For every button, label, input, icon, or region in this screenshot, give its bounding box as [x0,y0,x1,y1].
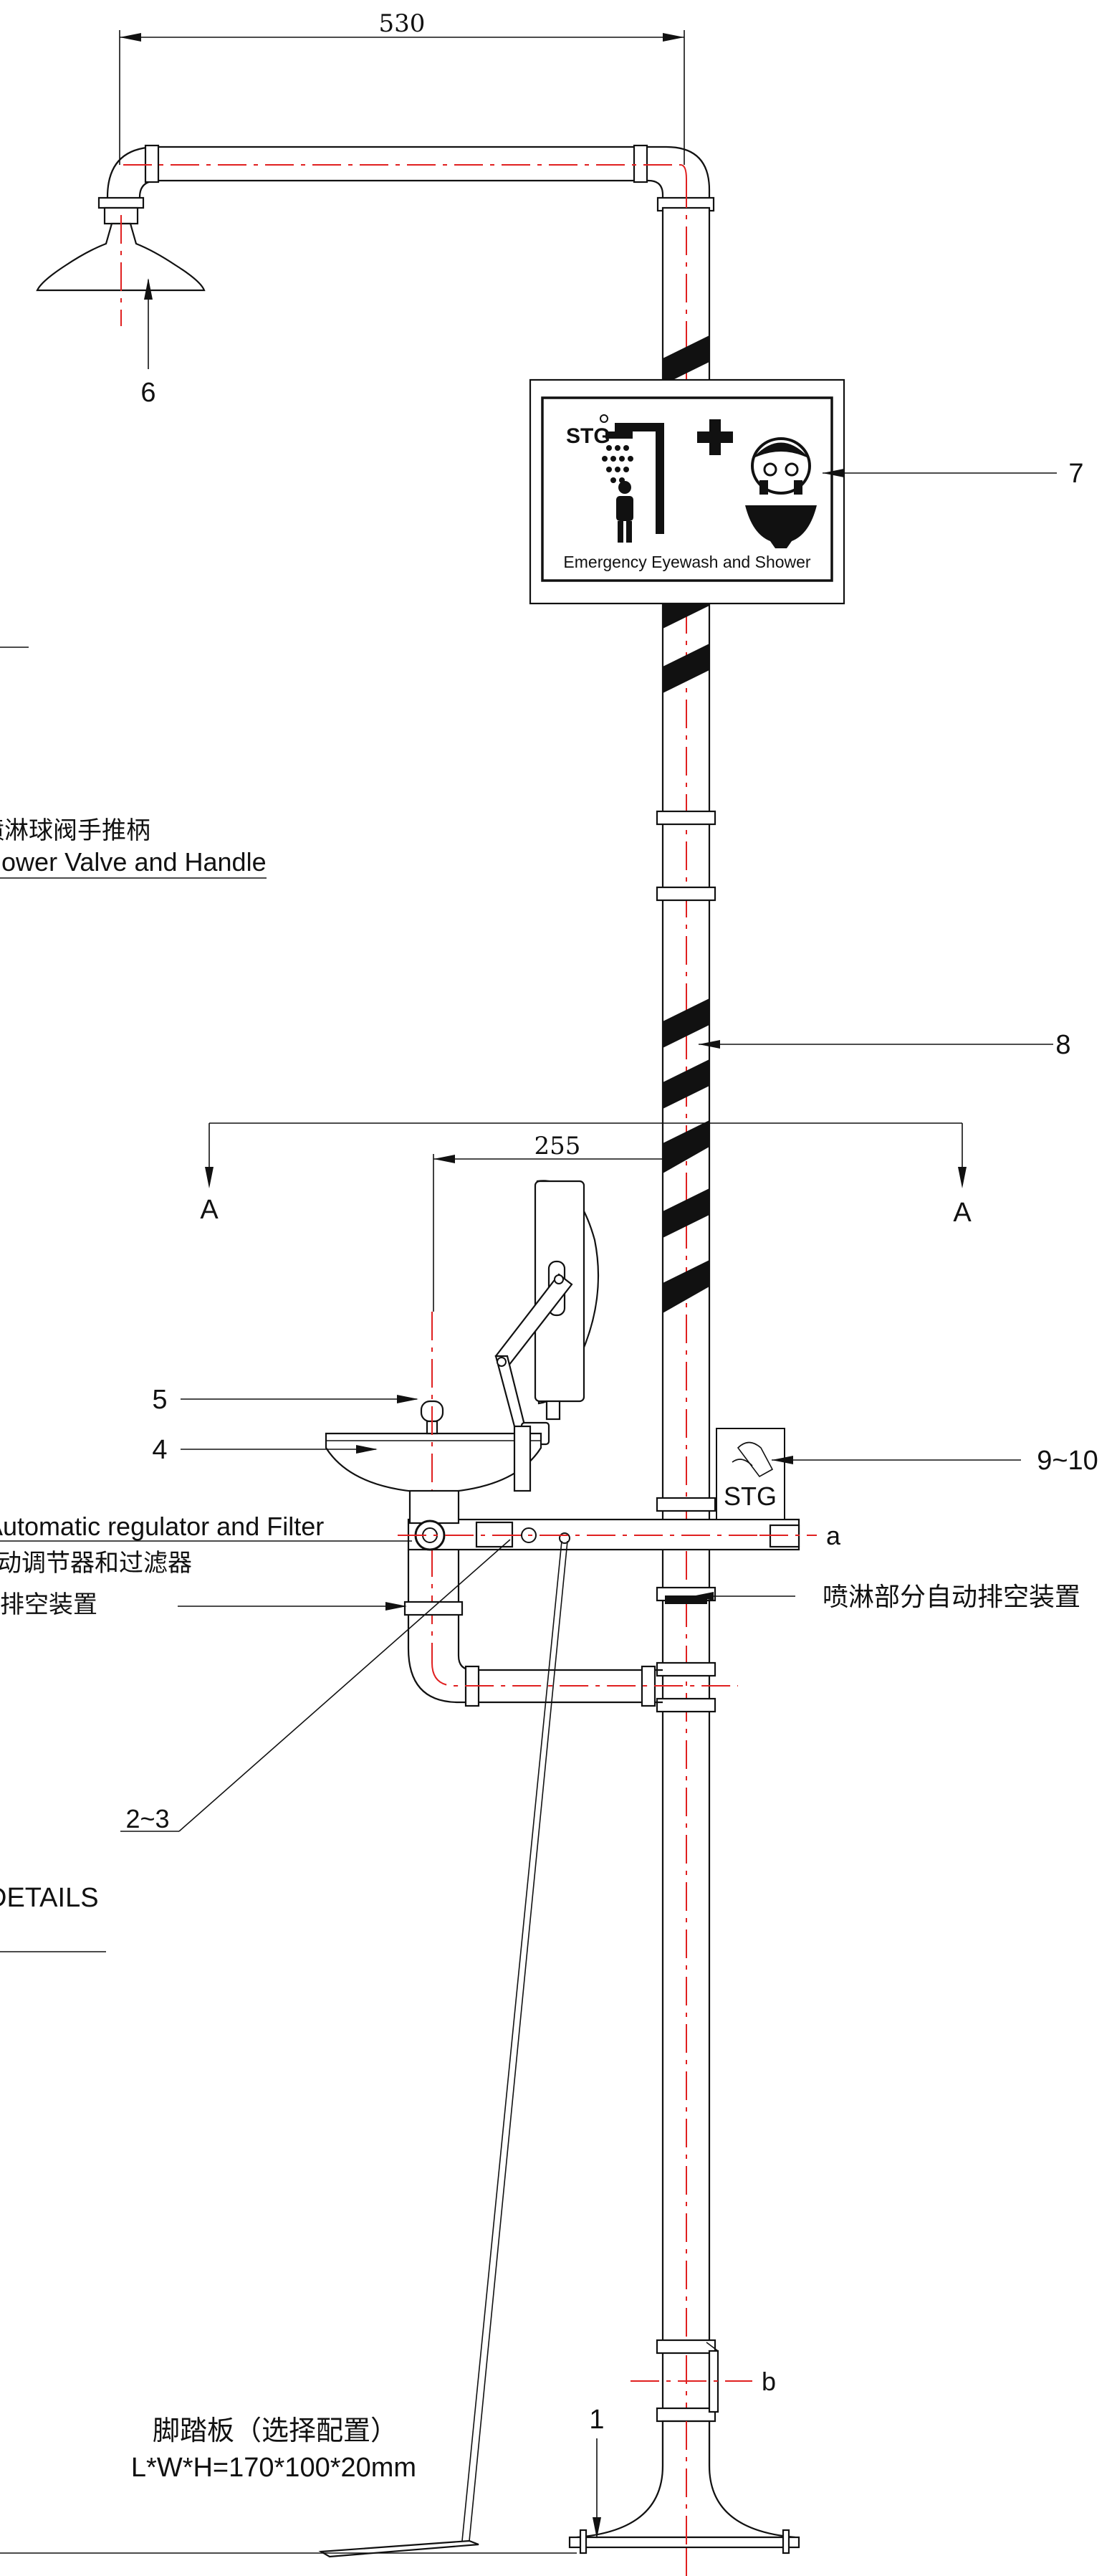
valve-label-cn: 喷淋球阀手推柄 [0,816,150,845]
foot-pedal-rod [318,1540,568,2558]
callout-1-label: 1 [589,2405,604,2435]
operation-tag: STG [716,1428,785,1520]
first-aid-cross-icon [697,419,733,455]
sign-logo: STG [566,424,610,448]
callout-5-label: 5 [152,1385,167,1415]
pedal-label: 脚踏板（选择配置） L*W*H=170*100*20mm [131,2415,416,2483]
auto-drain-right-label: 喷淋部分自动排空装置 [692,1583,1080,1612]
section-mark-b-label: b [762,2367,776,2396]
callout-1: 1 [589,2405,605,2539]
eyewash-branch-pipe [398,1489,800,1551]
section-mark-b: b [631,2367,776,2396]
tag-label: STG [724,1482,777,1511]
safety-sign: STG Emergency Eyewash [529,378,845,605]
dimension-530-label: 530 [379,9,426,38]
callout-9-10-label: 9~10 [1037,1446,1098,1476]
callout-6: 6 [140,278,156,408]
auto-drain-left-text: 自动排空装置 [0,1590,97,1619]
section-a-a: A A [200,1122,972,1228]
callout-7-label: 7 [1068,459,1083,489]
section-mark-a-label: a [826,1521,841,1550]
callout-8: 8 [699,1030,1071,1060]
pedal-label-cn: 脚踏板（选择配置） [153,2415,398,2446]
section-mark-a: a [759,1521,841,1550]
regulator-label-en: Automatic regulator and Filter [0,1512,324,1541]
callout-8-label: 8 [1055,1030,1070,1060]
callout-4: 4 [152,1435,378,1465]
dimension-530: 530 [119,9,685,165]
valve-label-en: Shower Valve and Handle [0,847,267,877]
auto-drain-left-label: 自动排空装置 [0,1590,407,1619]
eyewash-person-icon [745,437,817,548]
details-label: DETAILS [0,1883,106,1952]
callout-2-3: 2~3 [120,1539,511,1833]
sign-caption: Emergency Eyewash and Shower [563,553,811,571]
dimension-255: 255 [433,1132,663,1312]
details-text: DETAILS [0,1883,99,1913]
callout-7: 7 [823,459,1084,489]
base-flange [0,2420,800,2576]
callout-5: 5 [152,1385,418,1415]
regulator-label: Automatic regulator and Filter 自动调节器和过滤器 [0,1512,412,1578]
callout-6-label: 6 [140,378,155,408]
lower-supply-pipe [403,1550,738,1707]
shower-valve-label: 喷淋球阀手推柄 Shower Valve and Handle [0,647,267,879]
regulator-label-cn: 自动调节器和过滤器 [0,1549,192,1578]
callout-4-label: 4 [152,1435,167,1465]
shower-person-icon [602,423,664,543]
section-a-right: A [953,1198,972,1228]
shower-head [36,196,206,326]
section-a-left: A [200,1195,219,1225]
dimension-255-label: 255 [534,1132,581,1160]
eyewash-dust-cover [494,1180,600,1449]
auto-drain-right-text: 喷淋部分自动排空装置 [823,1583,1080,1612]
callout-2-3-label: 2~3 [125,1804,169,1833]
pedal-label-dims: L*W*H=170*100*20mm [131,2453,416,2483]
callout-9-10: 9~10 [772,1446,1098,1476]
overhead-pipe [106,144,715,212]
eyewash-bowl [325,1312,542,1663]
